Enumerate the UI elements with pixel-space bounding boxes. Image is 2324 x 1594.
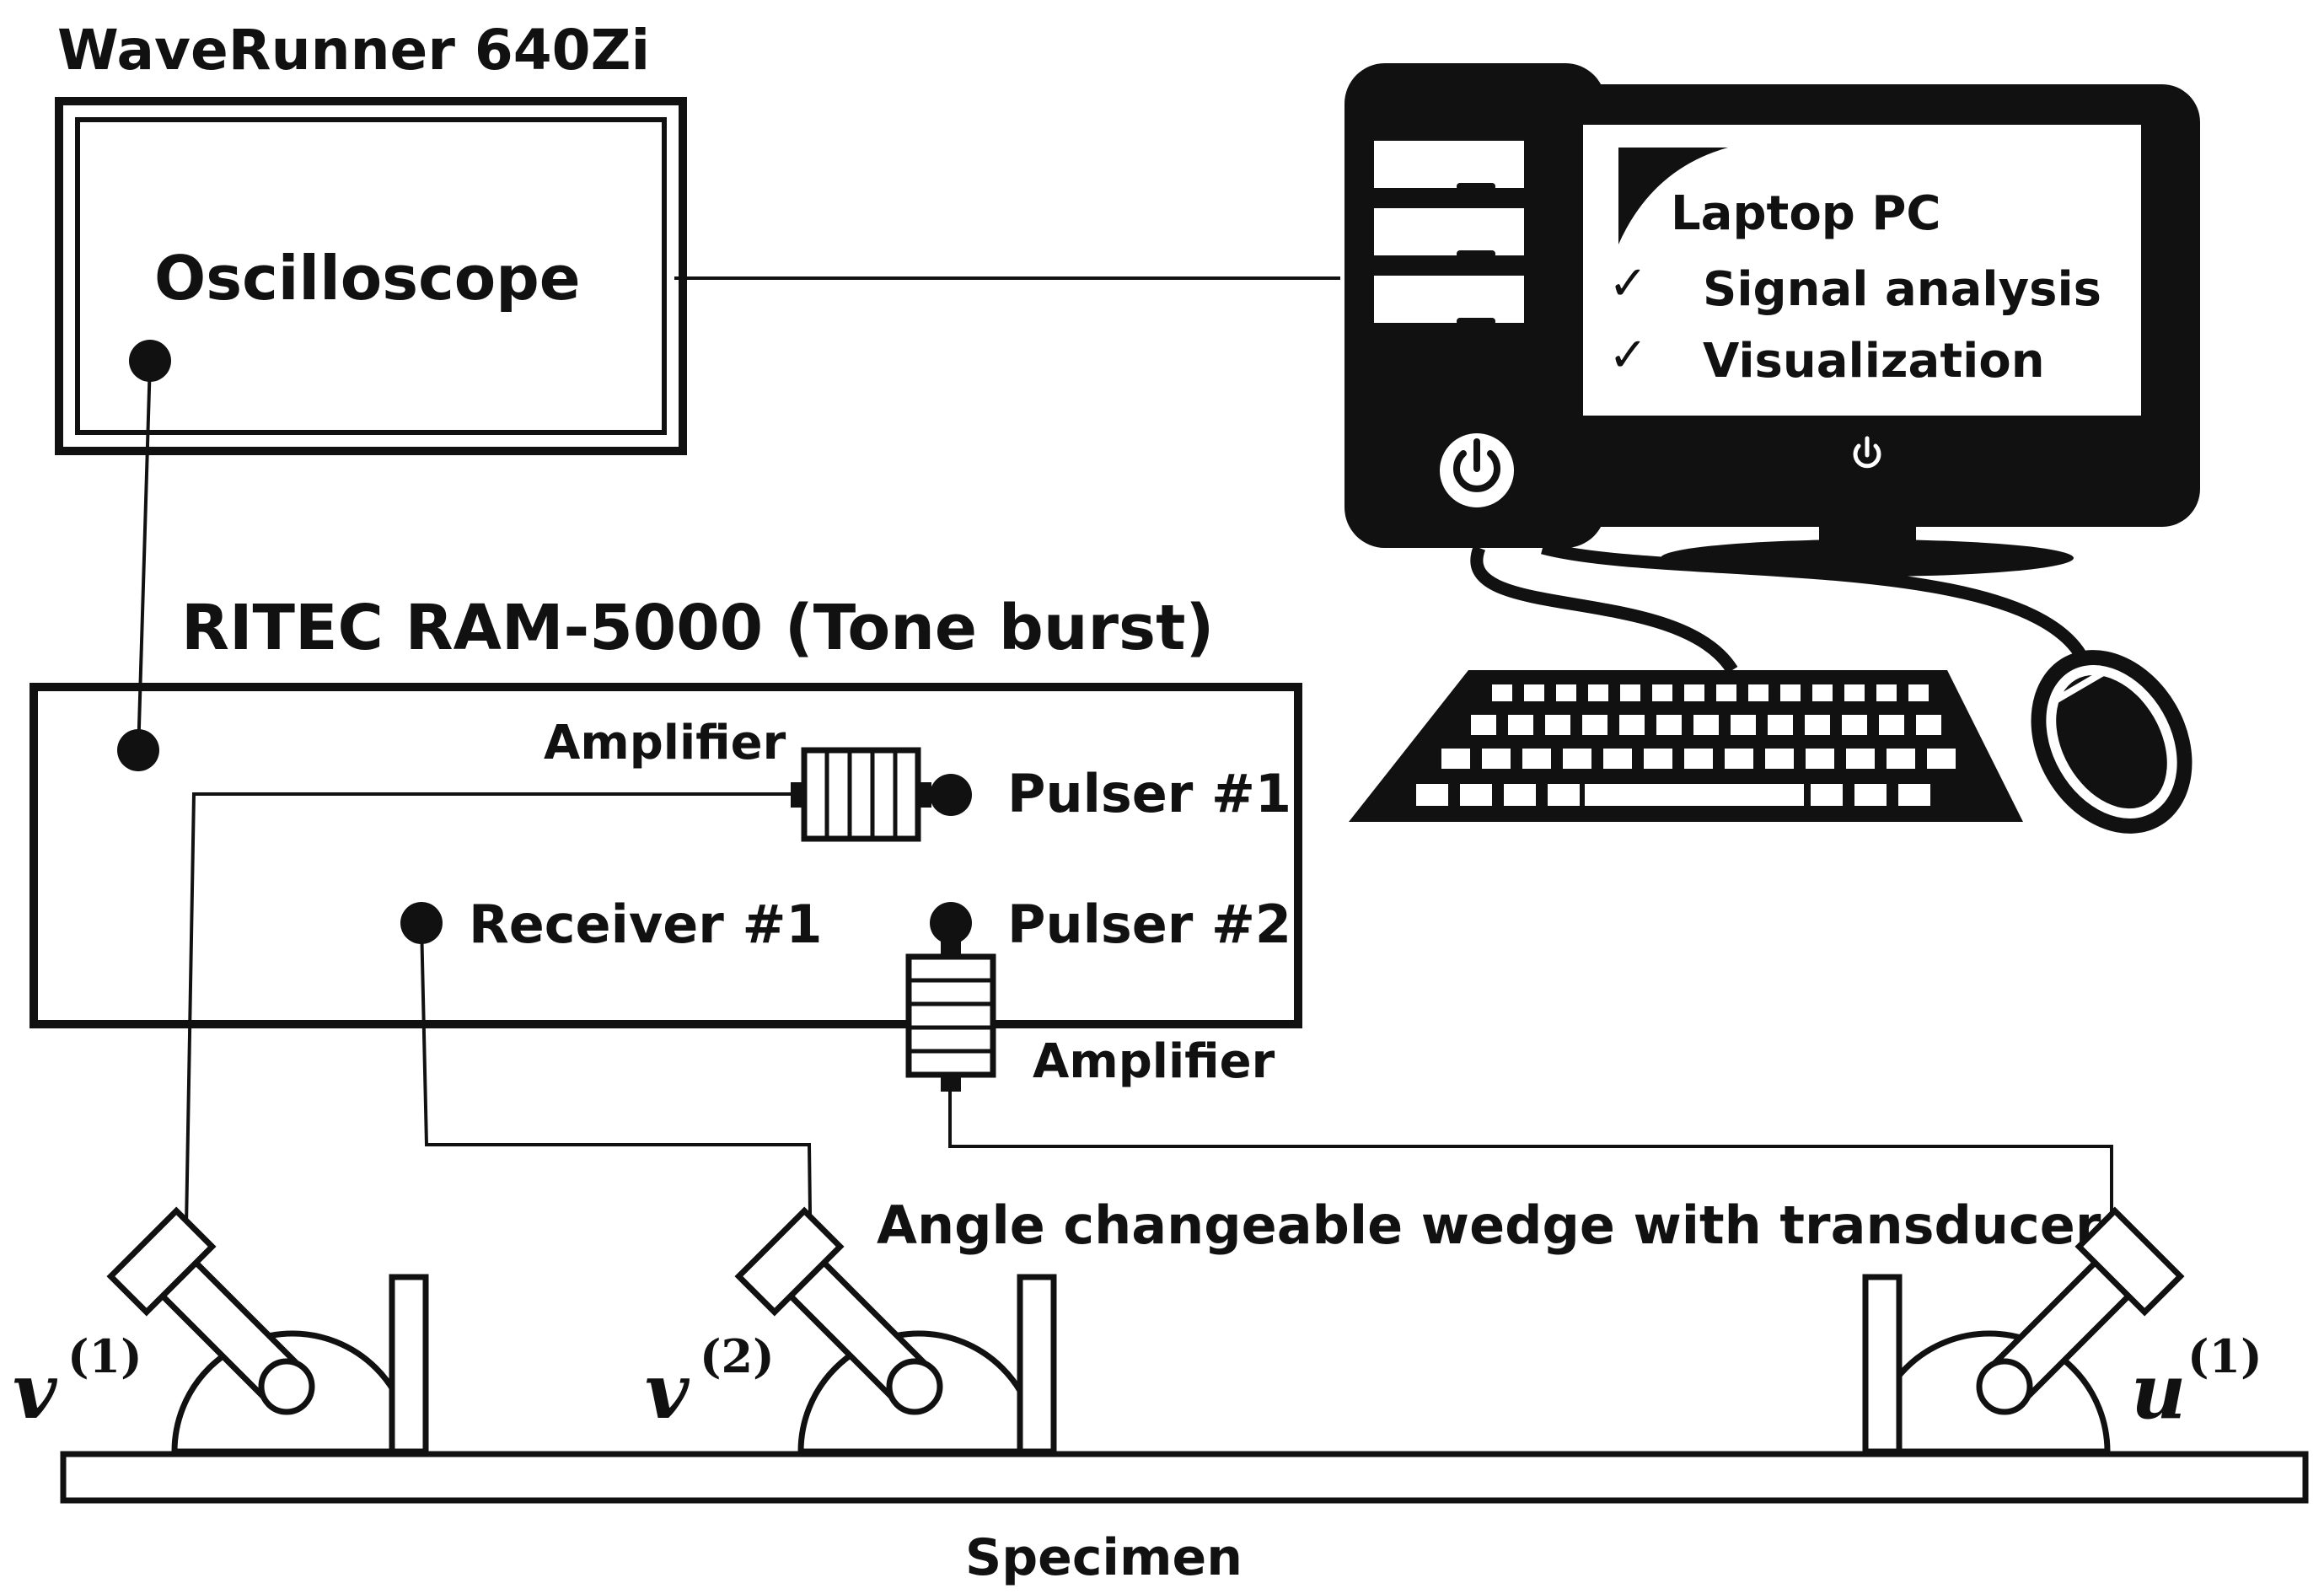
- keyboard-key: [1545, 715, 1570, 735]
- amplifier-2-label: Amplifier: [1033, 1034, 1275, 1089]
- keyboard-key: [1716, 684, 1736, 701]
- wedge-label: Angle changeable wedge with transducer: [877, 1194, 2101, 1256]
- ritec-sync-port: [117, 729, 159, 771]
- oscilloscope-box: [55, 97, 687, 455]
- wedge-v1: [106, 1206, 429, 1455]
- ritec-box: [30, 683, 1302, 1028]
- svg-text:(1): (1): [67, 1329, 142, 1383]
- screen-glare: [1618, 148, 1728, 244]
- symbol-u1: u (1): [2131, 1329, 2262, 1436]
- keyboard-keys: [1416, 684, 1956, 806]
- keyboard-key: [1879, 715, 1904, 735]
- checkmark-icon: ✓: [1608, 328, 1648, 383]
- svg-text:v: v: [13, 1347, 58, 1436]
- pc-mouse: [2031, 650, 2193, 834]
- keyboard-key: [1644, 749, 1672, 769]
- computer-illustration: [1344, 63, 2200, 834]
- checkmark-icon: ✓: [1608, 256, 1648, 311]
- keyboard-key: [1548, 784, 1580, 806]
- pulser-1-label: Pulser #1: [1007, 763, 1291, 824]
- screen-item-visualization: Visualization: [1703, 334, 2045, 389]
- ritec-model-label: RITEC RAM-5000 (Tone burst): [181, 592, 1214, 664]
- pulser-1-port: [930, 774, 972, 816]
- keyboard-key: [1693, 715, 1719, 735]
- keyboard-key: [1508, 715, 1533, 735]
- keyboard-key: [1725, 749, 1753, 769]
- svg-text:(2): (2): [700, 1329, 775, 1383]
- keyboard-key: [1656, 715, 1682, 735]
- cable-oscilloscope-ritec: [137, 360, 152, 755]
- keyboard-key: [1684, 684, 1704, 701]
- keyboard-key: [1927, 749, 1956, 769]
- pulser-2-port: [930, 902, 972, 944]
- oscilloscope-model-label: WaveRunner 640Zi: [57, 18, 650, 83]
- keyboard-key: [1846, 749, 1875, 769]
- keyboard-key: [1556, 684, 1576, 701]
- symbol-v2: v (2): [645, 1329, 775, 1436]
- keyboard-key: [1492, 684, 1512, 701]
- keyboard-key: [1588, 684, 1608, 701]
- keyboard-key: [1916, 715, 1941, 735]
- specimen-label: Specimen: [965, 1528, 1243, 1587]
- oscilloscope-label: Oscilloscope: [154, 243, 581, 314]
- keyboard-key: [1731, 715, 1756, 735]
- tower-power-icon: [1440, 433, 1514, 507]
- keyboard-key: [1603, 749, 1632, 769]
- keyboard-key: [1504, 784, 1536, 806]
- keyboard-key: [1811, 784, 1843, 806]
- keyboard-key: [1887, 749, 1915, 769]
- screen-item-signal-analysis: Signal analysis: [1703, 262, 2101, 317]
- svg-text:(1): (1): [2187, 1329, 2262, 1383]
- keyboard-key: [1652, 684, 1672, 701]
- monitor-power-icon: [1853, 436, 1881, 469]
- cable-amplifier1-v1: [184, 792, 792, 1275]
- pulser-2-label: Pulser #2: [1007, 894, 1291, 955]
- keyboard-key: [1482, 749, 1511, 769]
- keyboard-key: [1806, 749, 1834, 769]
- keyboard-key: [1768, 715, 1793, 735]
- svg-text:u: u: [2131, 1347, 2186, 1436]
- amplifier-1: [791, 747, 931, 842]
- receiver-1-port: [400, 902, 443, 944]
- keyboard-key: [1441, 749, 1470, 769]
- keyboard-key: [1416, 784, 1448, 806]
- keyboard-key: [1524, 684, 1544, 701]
- keyboard-key: [1619, 715, 1645, 735]
- keyboard-key: [1471, 715, 1496, 735]
- screen-title: Laptop PC: [1671, 186, 1941, 241]
- keyboard-key: [1522, 749, 1551, 769]
- keyboard-key: [1876, 684, 1897, 701]
- keyboard-key: [1684, 749, 1713, 769]
- wedge-u1: [1862, 1206, 2185, 1455]
- cable-receiver-v2: [420, 922, 813, 1282]
- keyboard-key: [1748, 684, 1768, 701]
- svg-text:v: v: [645, 1347, 690, 1436]
- keyboard-key: [1908, 684, 1929, 701]
- keyboard-key: [1780, 684, 1801, 701]
- keyboard-key: [1898, 784, 1930, 806]
- specimen-plate: [60, 1451, 2309, 1504]
- keyboard-key: [1460, 784, 1492, 806]
- symbol-v1: v (1): [13, 1329, 142, 1436]
- keyboard-key: [1844, 684, 1865, 701]
- keyboard-key: [1812, 684, 1833, 701]
- keyboard-key: [1805, 715, 1830, 735]
- keyboard-key: [1620, 684, 1640, 701]
- keyboard-key: [1563, 749, 1591, 769]
- keyboard-spacebar: [1585, 784, 1804, 806]
- amplifier-1-label: Amplifier: [544, 716, 786, 770]
- keyboard-key: [1765, 749, 1794, 769]
- pc-screen: [1583, 125, 2141, 416]
- keyboard-key: [1842, 715, 1867, 735]
- amplifier-2: [905, 940, 996, 1092]
- keyboard-key: [1582, 715, 1607, 735]
- keyboard-key: [1854, 784, 1887, 806]
- receiver-1-label: Receiver #1: [469, 894, 823, 955]
